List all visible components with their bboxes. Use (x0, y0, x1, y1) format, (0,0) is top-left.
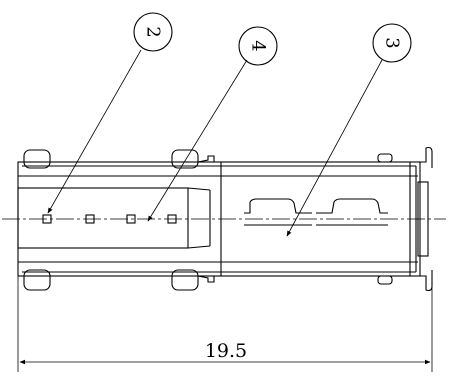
callout-label: 2 (143, 26, 164, 37)
dimension-value: 19.5 (205, 340, 247, 362)
contact-pins (42, 214, 177, 224)
contact-pin (42, 214, 52, 224)
callout-balloon-2: 2 (133, 12, 173, 52)
end-flange (417, 146, 433, 292)
callout-label: 3 (382, 37, 403, 48)
latch-tabs (23, 149, 393, 291)
leader-lines (47, 49, 383, 237)
callout-balloon-3: 3 (372, 23, 412, 63)
contact-pin (85, 214, 95, 224)
callout-label: 4 (248, 40, 269, 51)
callout-balloon-4: 4 (238, 26, 278, 66)
overall-length-dimension: 19.5 (17, 276, 433, 372)
contact-pin (167, 214, 177, 224)
contact-pin (126, 214, 136, 224)
retention-clips (244, 198, 388, 226)
housing-outline (17, 161, 421, 277)
terminal-cavity (17, 187, 211, 249)
